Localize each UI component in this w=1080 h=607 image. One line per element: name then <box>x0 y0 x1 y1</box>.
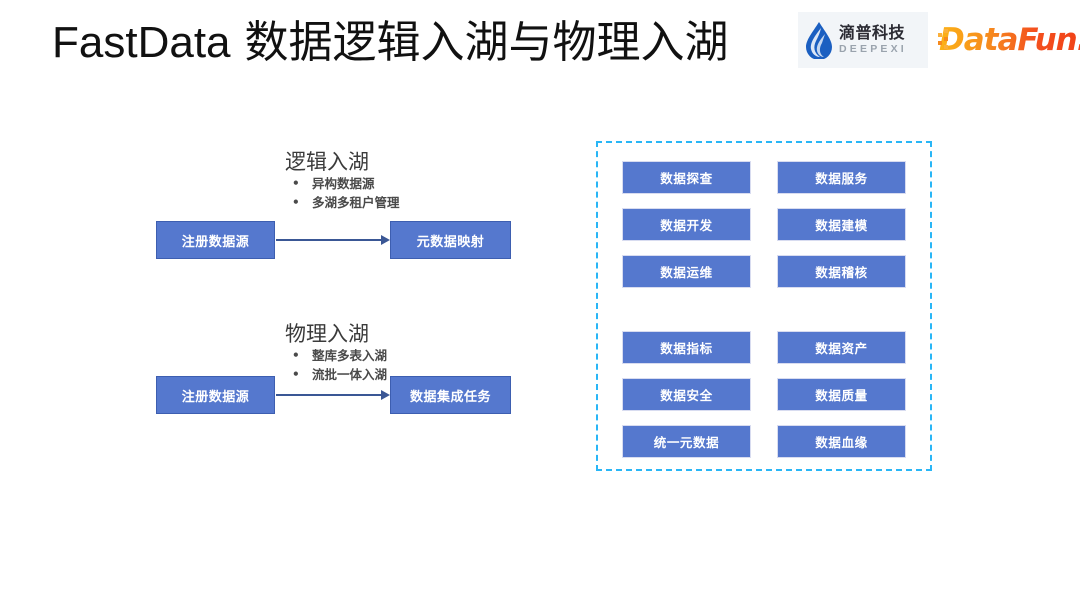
deepexi-name-en: DEEPEXI <box>839 43 907 56</box>
list-item: • 整库多表入湖 <box>292 346 387 365</box>
flow-logical-bullets: • 异构数据源 • 多湖多租户管理 <box>292 174 400 212</box>
deepexi-logo: 滴普科技 DEEPEXI <box>798 12 928 68</box>
datafun-logo: DataFun. <box>938 18 1080 62</box>
datafun-wordmark: DataFun. <box>939 24 1080 56</box>
capability-panel: 数据探查 数据服务 数据开发 数据建模 数据运维 数据稽核 数据指标 数据资产 … <box>596 141 932 471</box>
bullet-text: 整库多表入湖 <box>312 348 388 363</box>
bullet-dot-icon: • <box>292 348 300 362</box>
flow-physical-bullets: • 整库多表入湖 • 流批一体入湖 <box>292 346 387 384</box>
capability-group-bottom: 数据指标 数据资产 数据安全 数据质量 统一元数据 数据血缘 <box>598 331 930 458</box>
flow-physical: 物理入湖 • 整库多表入湖 • 流批一体入湖 注册数据源 数据集成任务 <box>0 318 560 438</box>
page-title-latin: FastData <box>52 18 231 67</box>
capability-cell[interactable]: 数据运维 <box>622 255 751 288</box>
flow-physical-source-box[interactable]: 注册数据源 <box>156 376 275 414</box>
deepexi-wordmark: 滴普科技 DEEPEXI <box>839 25 907 55</box>
capability-cell[interactable]: 数据质量 <box>777 378 906 411</box>
flow-logical-target-box[interactable]: 元数据映射 <box>390 221 511 259</box>
water-drop-icon <box>804 21 834 60</box>
bullet-text: 流批一体入湖 <box>312 367 388 382</box>
flow-logical-source-box[interactable]: 注册数据源 <box>156 221 275 259</box>
capability-cell[interactable]: 数据血缘 <box>777 425 906 458</box>
capability-cell[interactable]: 数据服务 <box>777 161 906 194</box>
bullet-text: 异构数据源 <box>312 176 375 191</box>
list-item: • 多湖多租户管理 <box>292 193 400 212</box>
capability-cell[interactable]: 数据开发 <box>622 208 751 241</box>
page-title-cjk: 数据逻辑入湖与物理入湖 <box>230 17 729 68</box>
bullet-dot-icon: • <box>292 195 300 209</box>
flow-physical-arrow-right-icon <box>276 390 390 400</box>
capability-cell[interactable]: 数据建模 <box>777 208 906 241</box>
list-item: • 异构数据源 <box>292 174 400 193</box>
bullet-dot-icon: • <box>292 176 300 190</box>
flow-physical-heading: 物理入湖 <box>285 322 369 346</box>
flow-logical-heading: 逻辑入湖 <box>285 150 369 174</box>
capability-cell[interactable]: 数据资产 <box>777 331 906 364</box>
capability-cell[interactable]: 统一元数据 <box>622 425 751 458</box>
bullet-dot-icon: • <box>292 367 300 381</box>
list-item: • 流批一体入湖 <box>292 365 387 384</box>
capability-group-top: 数据探查 数据服务 数据开发 数据建模 数据运维 数据稽核 <box>598 161 930 288</box>
capability-cell[interactable]: 数据安全 <box>622 378 751 411</box>
deepexi-name-cn: 滴普科技 <box>839 23 906 43</box>
bullet-text: 多湖多租户管理 <box>312 195 400 210</box>
flow-logical: 逻辑入湖 • 异构数据源 • 多湖多租户管理 注册数据源 元数据映射 <box>0 146 560 266</box>
capability-cell[interactable]: 数据稽核 <box>777 255 906 288</box>
flow-physical-target-box[interactable]: 数据集成任务 <box>390 376 511 414</box>
page-title: FastData 数据逻辑入湖与物理入湖 <box>52 14 729 72</box>
flow-logical-arrow-right-icon <box>276 235 390 245</box>
capability-cell[interactable]: 数据指标 <box>622 331 751 364</box>
capability-cell[interactable]: 数据探查 <box>622 161 751 194</box>
